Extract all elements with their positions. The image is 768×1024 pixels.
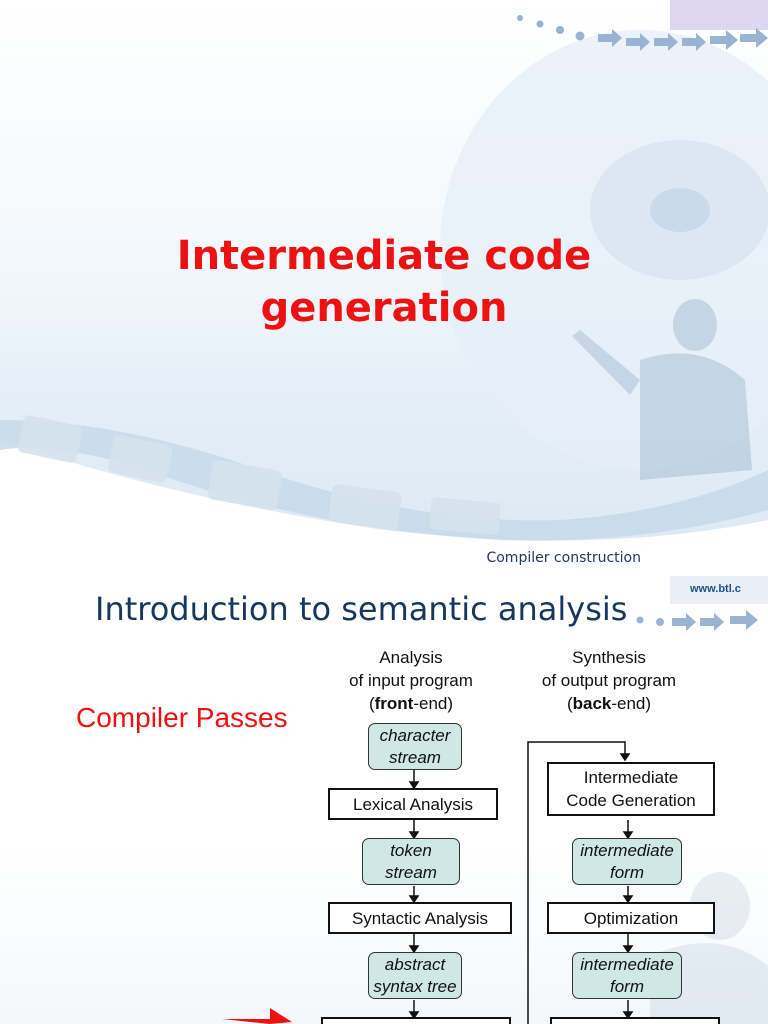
intermediate-form-2-line2: form bbox=[610, 976, 644, 996]
lexical-analysis-label: Lexical Analysis bbox=[352, 794, 473, 814]
back-end-header: Synthesis of output program (back-end) bbox=[520, 646, 698, 715]
semantic-analysis-box-partial bbox=[321, 1017, 511, 1024]
intermediate-form-node-2: intermediate form bbox=[572, 952, 682, 999]
icg-line1: Intermediate bbox=[583, 768, 679, 787]
token-stream-line2: stream bbox=[385, 862, 437, 882]
intermediate-form-1-line1: intermediate bbox=[580, 840, 674, 860]
front-end-rest: -end) bbox=[413, 694, 454, 713]
back-end-bold: back bbox=[572, 694, 612, 713]
person-silhouette bbox=[572, 299, 752, 480]
decor-glow bbox=[440, 30, 768, 470]
red-arrow bbox=[222, 1008, 292, 1024]
back-end-line1: Synthesis bbox=[572, 648, 646, 667]
content-slide: www.btl.c Introduction to semantic analy… bbox=[0, 576, 768, 1024]
url-label: www.btl.c bbox=[690, 583, 741, 595]
front-end-line1: Analysis bbox=[379, 648, 443, 667]
back-end-line3: (back-end) bbox=[520, 692, 698, 715]
character-stream-node: character stream bbox=[368, 723, 462, 770]
syntactic-analysis-label: Syntactic Analysis bbox=[351, 908, 489, 928]
token-stream-line1: token bbox=[390, 840, 432, 860]
ast-line2: syntax tree bbox=[373, 976, 457, 996]
front-end-header: Analysis of input program (front-end) bbox=[326, 646, 496, 715]
person-silhouette-2 bbox=[650, 872, 768, 1024]
front-end-open: ( bbox=[368, 694, 375, 713]
right-arrows bbox=[527, 741, 634, 1024]
back-end-line2: of output program bbox=[541, 671, 677, 690]
back-end-rest: -end) bbox=[611, 694, 652, 713]
keyboard-keys bbox=[17, 415, 501, 535]
code-generation-box-partial bbox=[550, 1017, 720, 1024]
compiler-passes-label: Compiler Passes bbox=[76, 702, 288, 733]
background-artwork bbox=[0, 0, 768, 576]
arrow-trail-2 bbox=[636, 610, 758, 631]
url-tab bbox=[670, 576, 768, 604]
optimization-box: Optimization bbox=[547, 902, 715, 934]
front-end-bold: front bbox=[374, 694, 414, 713]
character-stream-line2: stream bbox=[389, 747, 441, 767]
front-end-line3: (front-end) bbox=[326, 692, 496, 715]
token-stream-node: token stream bbox=[362, 838, 460, 885]
icg-line2: Code Generation bbox=[566, 791, 696, 810]
lexical-analysis-box: Lexical Analysis bbox=[328, 788, 498, 820]
swoosh bbox=[0, 420, 768, 541]
bottom-band bbox=[0, 440, 768, 576]
back-end-open: ( bbox=[566, 694, 573, 713]
abstract-syntax-tree-node: abstract syntax tree bbox=[368, 952, 462, 999]
front-end-line2: of input program bbox=[349, 671, 473, 690]
decor-disc-center bbox=[650, 188, 710, 232]
optimization-label: Optimization bbox=[583, 908, 679, 928]
slide-title: Intermediate code generation bbox=[0, 230, 768, 334]
left-arrows bbox=[408, 770, 420, 1020]
slide-footer: Compiler construction bbox=[486, 550, 641, 566]
syntactic-analysis-box: Syntactic Analysis bbox=[328, 902, 512, 934]
character-stream-line1: character bbox=[379, 725, 451, 745]
slide2-title: Introduction to semantic analysis bbox=[95, 590, 628, 628]
arrow-trail bbox=[517, 15, 768, 51]
icg-box: Intermediate Code Generation bbox=[547, 762, 715, 816]
intermediate-form-2-line1: intermediate bbox=[580, 954, 674, 974]
title-slide: Intermediate code generation Compiler co… bbox=[0, 0, 768, 576]
corner-tab bbox=[670, 0, 768, 30]
slide-title-line2: generation bbox=[260, 285, 508, 331]
ast-line1: abstract bbox=[384, 954, 446, 974]
intermediate-form-1-line2: form bbox=[610, 862, 644, 882]
intermediate-form-node-1: intermediate form bbox=[572, 838, 682, 885]
slide-title-line1: Intermediate code bbox=[176, 233, 592, 279]
